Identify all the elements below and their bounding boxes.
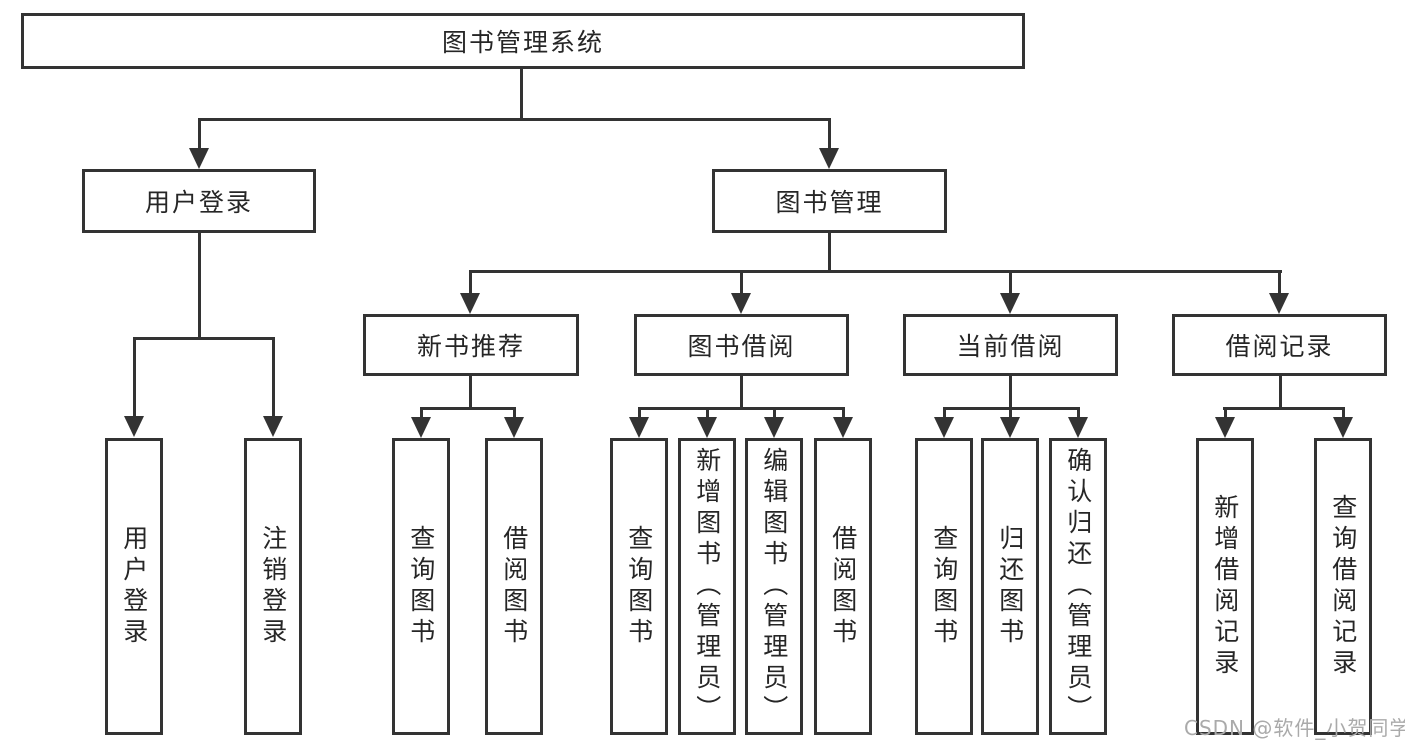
arrow-down-icon: [263, 416, 283, 437]
arrow-down-icon: [1068, 417, 1088, 438]
arrow-down-icon: [1000, 417, 1020, 438]
node-borrowing-records-label: 借阅记录: [1225, 332, 1334, 361]
connector-stem: [1077, 407, 1080, 417]
arrow-down-icon: [189, 148, 209, 169]
connector-stem: [1009, 270, 1012, 293]
leaf-query-books-borrowing: 查询图书: [610, 438, 668, 735]
arrow-down-icon: [1269, 293, 1289, 314]
connector-stem: [1009, 407, 1012, 417]
arrow-down-icon: [411, 417, 431, 438]
arrow-down-icon: [833, 417, 853, 438]
node-book-borrowing-label: 图书借阅: [687, 332, 796, 361]
node-current-borrowing-label: 当前借阅: [956, 332, 1065, 361]
connector-stem: [842, 407, 845, 417]
leaf-borrow-books-borrowing-label: 借阅图书: [828, 524, 858, 649]
node-library-system: 图书管理系统: [21, 13, 1025, 69]
leaf-add-borrow-record: 新增借阅记录: [1196, 438, 1254, 735]
connector-stem: [1279, 376, 1282, 407]
leaf-borrow-books-borrowing: 借阅图书: [814, 438, 872, 735]
leaf-query-books-borrowing-label: 查询图书: [624, 524, 654, 649]
connector-stem: [469, 270, 472, 293]
node-new-book-recommendation: 新书推荐: [363, 314, 579, 376]
connector-stem: [133, 337, 136, 416]
connector-stem: [828, 233, 831, 270]
leaf-query-borrow-record: 查询借阅记录: [1314, 438, 1372, 735]
connector-stem: [420, 407, 423, 417]
node-book-borrowing: 图书借阅: [634, 314, 849, 376]
arrow-down-icon: [629, 417, 649, 438]
leaf-add-books-admin-label: 新增图书（管理员）: [692, 447, 722, 726]
arrow-down-icon: [1000, 293, 1020, 314]
leaf-return-books-label: 归还图书: [995, 524, 1025, 649]
leaf-add-borrow-record-label: 新增借阅记录: [1210, 493, 1240, 680]
node-book-management-label: 图书管理: [775, 188, 884, 217]
connector-stem: [740, 376, 743, 407]
connector-stem: [1278, 270, 1281, 293]
arrow-down-icon: [1215, 417, 1235, 438]
node-borrowing-records: 借阅记录: [1172, 314, 1387, 376]
connector-bar: [133, 337, 275, 340]
node-current-borrowing: 当前借阅: [903, 314, 1118, 376]
connector-stem: [1224, 407, 1227, 417]
leaf-logout-login-label: 注销登录: [258, 524, 288, 649]
connector-stem: [943, 407, 946, 417]
arrow-down-icon: [460, 293, 480, 314]
connector-stem: [198, 233, 201, 337]
leaf-query-borrow-record-label: 查询借阅记录: [1328, 493, 1358, 680]
leaf-edit-books-admin-label: 编辑图书（管理员）: [759, 447, 789, 726]
connector-bar: [198, 118, 831, 121]
node-new-book-recommendation-label: 新书推荐: [416, 332, 525, 361]
leaf-logout-login: 注销登录: [244, 438, 302, 735]
leaf-query-books-current: 查询图书: [915, 438, 973, 735]
leaf-confirm-return-admin: 确认归还（管理员）: [1049, 438, 1107, 735]
connector-bar: [1223, 407, 1344, 410]
node-user-login: 用户登录: [82, 169, 316, 233]
connector-stem: [198, 118, 201, 148]
connector-bar: [469, 270, 1282, 273]
arrow-down-icon: [1333, 417, 1353, 438]
leaf-borrow-books-recommend-label: 借阅图书: [499, 524, 529, 649]
connector-stem: [706, 407, 709, 417]
leaf-user-login-label: 用户登录: [119, 524, 149, 649]
arrow-down-icon: [934, 417, 954, 438]
node-book-management: 图书管理: [712, 169, 947, 233]
leaf-return-books: 归还图书: [981, 438, 1039, 735]
leaf-query-books-recommend: 查询图书: [392, 438, 450, 735]
leaf-borrow-books-recommend: 借阅图书: [485, 438, 543, 735]
leaf-user-login: 用户登录: [105, 438, 163, 735]
connector-stem: [740, 270, 743, 293]
leaf-query-books-recommend-label: 查询图书: [406, 524, 436, 649]
connector-stem: [1342, 407, 1345, 417]
connector-bar: [638, 407, 844, 410]
arrow-down-icon: [764, 417, 784, 438]
node-library-system-label: 图书管理系统: [441, 28, 604, 57]
connector-stem: [469, 376, 472, 407]
node-user-login-label: 用户登录: [144, 188, 253, 217]
arrow-down-icon: [819, 148, 839, 169]
arrow-down-icon: [124, 416, 144, 437]
leaf-add-books-admin: 新增图书（管理员）: [678, 438, 736, 735]
connector-stem: [520, 69, 523, 118]
connector-bar: [420, 407, 516, 410]
connector-stem: [773, 407, 776, 417]
leaf-query-books-current-label: 查询图书: [929, 524, 959, 649]
connector-stem: [828, 118, 831, 148]
arrow-down-icon: [504, 417, 524, 438]
leaf-confirm-return-admin-label: 确认归还（管理员）: [1063, 447, 1093, 726]
connector-stem: [638, 407, 641, 417]
leaf-edit-books-admin: 编辑图书（管理员）: [745, 438, 803, 735]
arrow-down-icon: [731, 293, 751, 314]
connector-stem: [272, 337, 275, 416]
arrow-down-icon: [697, 417, 717, 438]
watermark: CSDN @软件_小贺同学: [1184, 716, 1405, 740]
connector-stem: [513, 407, 516, 417]
connector-stem: [1009, 376, 1012, 407]
